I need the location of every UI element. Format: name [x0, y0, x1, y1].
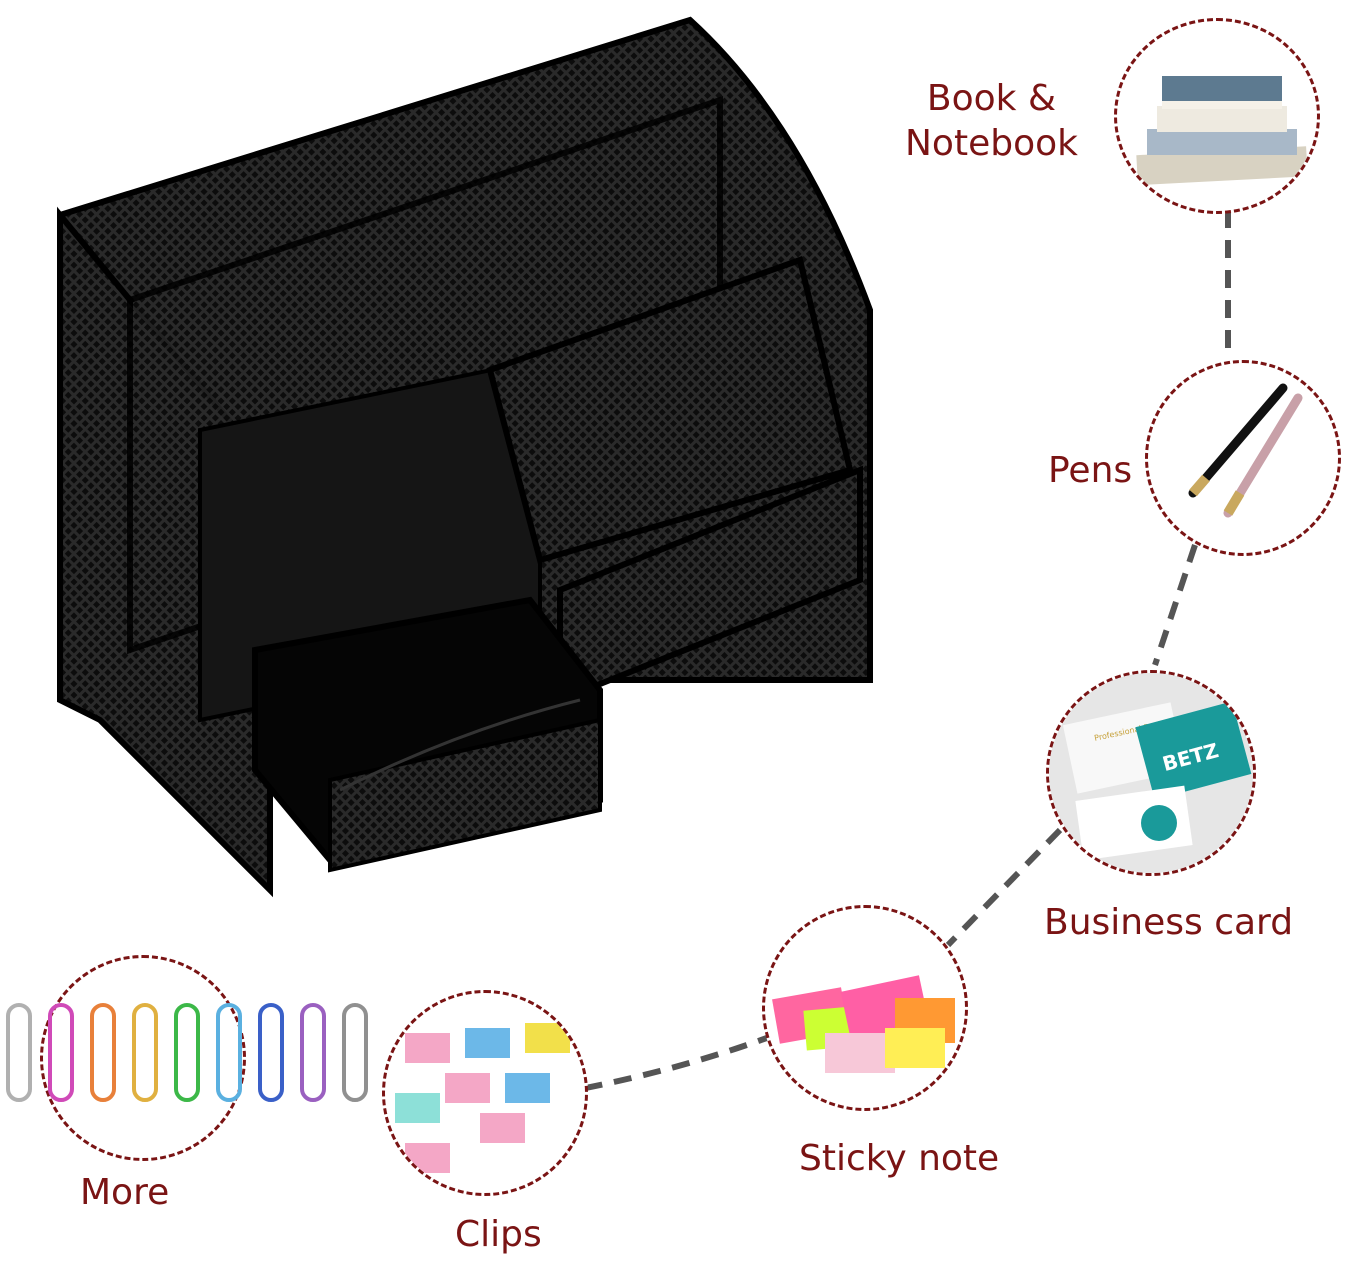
book-notebook-circle [1114, 18, 1320, 214]
more-circle [40, 955, 246, 1161]
paper-clips [6, 1003, 368, 1102]
sticky-note-label: Sticky note [799, 1138, 1000, 1179]
clips-circle [382, 990, 588, 1196]
business-card-label: Business card [1044, 902, 1294, 943]
sticky-note-circle [762, 905, 968, 1111]
more-label: More [80, 1172, 170, 1213]
pens-circle [1145, 360, 1341, 556]
mesh-desk-organizer [57, 16, 873, 898]
pens-label: Pens [1048, 450, 1133, 491]
book-notebook-label: Book & Notebook [905, 78, 1078, 164]
clips-label: Clips [455, 1214, 542, 1255]
business-card-circle: Professional Business BETZ [1046, 670, 1256, 876]
